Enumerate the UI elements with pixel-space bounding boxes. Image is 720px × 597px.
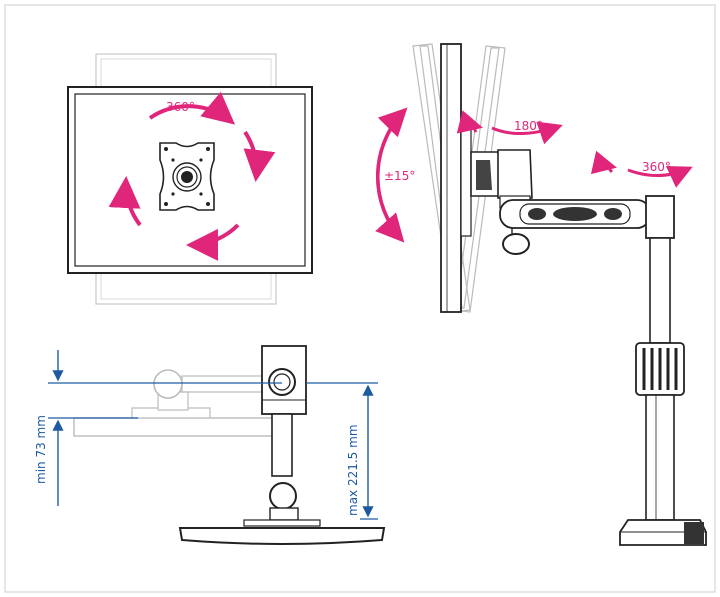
pole-grip-ribs bbox=[642, 348, 678, 390]
tension-knob bbox=[502, 233, 530, 255]
arm-slot-left bbox=[528, 208, 546, 220]
vesa-plate-side bbox=[460, 125, 472, 237]
head-knob-inner bbox=[273, 373, 291, 391]
vesa-hole-tr bbox=[206, 147, 210, 151]
max-height-label: max 221.5 mm bbox=[346, 424, 360, 516]
pole-swivel-arrow-left bbox=[590, 150, 617, 175]
pole-upper bbox=[649, 237, 671, 344]
height-pole bbox=[271, 413, 293, 477]
dimension-lines bbox=[48, 382, 378, 520]
vesa-hole-tl bbox=[164, 147, 168, 151]
vesa-hole-inner-tl bbox=[171, 158, 175, 162]
front-view: 360° bbox=[67, 53, 313, 305]
ghost-monitor-lowered bbox=[73, 417, 275, 437]
rotation-arrow-left bbox=[108, 176, 142, 227]
vesa-hole-br bbox=[206, 202, 210, 206]
base-plate bbox=[243, 519, 321, 527]
swivel-180-label: 180° bbox=[514, 119, 543, 133]
ghost-arm bbox=[181, 375, 267, 393]
vesa-hole-bl bbox=[164, 202, 168, 206]
outer-border bbox=[4, 4, 716, 593]
lower-collar bbox=[269, 507, 299, 521]
height-view: min 73 mm max 221.5 mm bbox=[34, 345, 386, 545]
rotation-arrow-right bbox=[243, 130, 276, 182]
arm-slot-right bbox=[604, 208, 622, 220]
rotation-360-label: 360° bbox=[166, 100, 195, 114]
vesa-hub-core bbox=[181, 171, 193, 183]
pole-swivel-arrow-right bbox=[627, 165, 693, 188]
tilt-label: ±15° bbox=[384, 169, 415, 183]
tilt-arrow-up bbox=[376, 107, 408, 242]
vesa-hole-inner-bl bbox=[171, 192, 175, 196]
rotation-arrow-bottom bbox=[186, 223, 240, 261]
side-view: ±15° 180° 360° bbox=[375, 43, 707, 546]
monitor-side bbox=[440, 43, 462, 313]
swivel-arrow-left bbox=[456, 110, 483, 134]
swivel-arrow-right bbox=[491, 121, 563, 145]
min-height-label: min 73 mm bbox=[34, 415, 48, 484]
pole-lower bbox=[645, 394, 675, 521]
lower-knob bbox=[269, 482, 297, 510]
arm-slot-center bbox=[553, 207, 597, 221]
vesa-hole-inner-br bbox=[199, 192, 203, 196]
monitor-screen bbox=[74, 93, 306, 267]
vesa-hole-inner-tr bbox=[199, 158, 203, 162]
rotation-arrow-top bbox=[148, 91, 236, 125]
pole-cap bbox=[645, 195, 675, 239]
tilt-joint-shade bbox=[476, 160, 492, 190]
desk-base bbox=[178, 527, 386, 545]
swivel-360-label: 360° bbox=[642, 160, 671, 174]
ghost-knob bbox=[153, 369, 183, 399]
arm-elbow bbox=[497, 149, 533, 199]
pole-base-block bbox=[684, 522, 704, 544]
